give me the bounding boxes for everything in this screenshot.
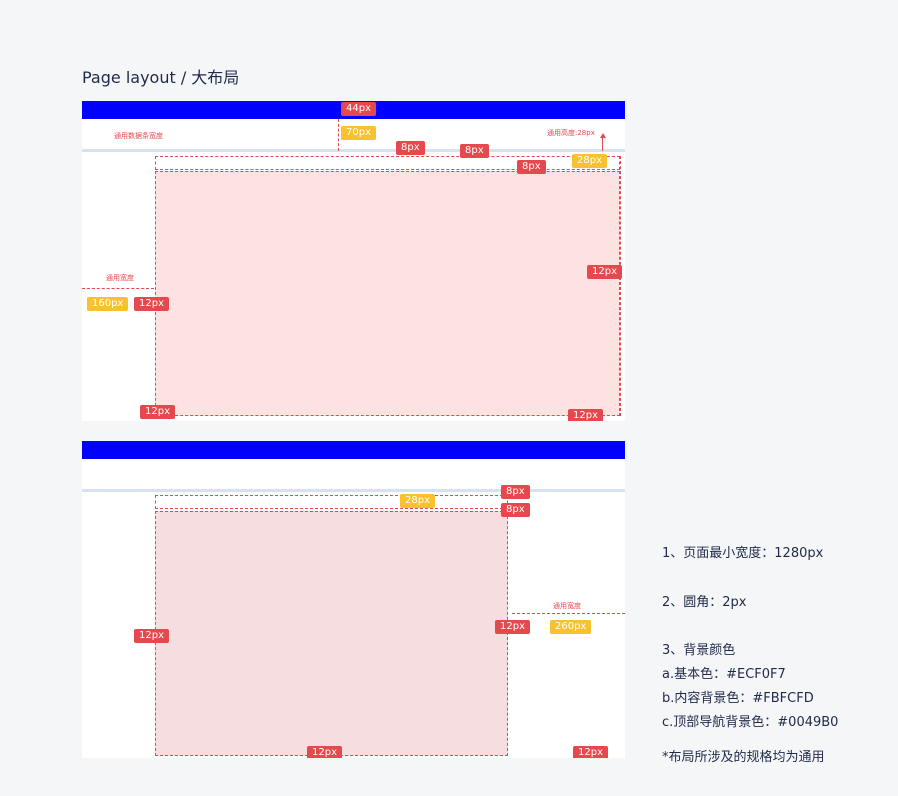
badge-12px-left: 12px — [134, 297, 169, 311]
content-area-outline — [155, 511, 508, 756]
arrow-up-icon — [600, 133, 606, 138]
spec-bg-content: b.内容背景色：#FBFCFD — [662, 691, 814, 706]
spec-bg-nav: c.顶部导航背景色：#0049B0 — [662, 715, 839, 730]
badge-70px: 70px — [341, 126, 376, 140]
badge-160px: 160px — [87, 297, 129, 311]
badge-12px-bottom-right: 12px — [568, 409, 603, 421]
layout-diagram-2: 通用宽度 28px 8px 8px 12px 12px 260px 12px 1… — [82, 441, 625, 758]
toolbar-outline — [155, 495, 508, 509]
badge-8px-a: 8px — [501, 485, 530, 499]
badge-28px: 28px — [572, 154, 607, 168]
page-title: Page layout / 大布局 — [82, 68, 240, 87]
content-area-outline — [155, 171, 620, 416]
layout-diagram-1: 通用数据条宽度 通用高度:28px 通用宽度 44px 70px 8px 8px… — [82, 101, 625, 421]
common-height-note: 通用高度:28px — [547, 129, 595, 137]
right-edge-guide — [620, 156, 621, 416]
data-bar-note: 通用数据条宽度 — [114, 132, 163, 140]
badge-8px-c: 8px — [517, 160, 546, 174]
spec-footnote: *布局所涉及的规格均为通用 — [662, 750, 825, 765]
spec-radius: 2、圆角：2px — [662, 595, 747, 610]
badge-12px-bottom-a: 12px — [307, 746, 342, 758]
badge-8px-a: 8px — [396, 141, 425, 155]
badge-12px-right: 12px — [495, 620, 530, 634]
header-height-guide — [338, 119, 339, 151]
spec-bg-base: a.基本色：#ECF0F7 — [662, 667, 786, 682]
header-separator — [82, 149, 625, 152]
right-panel-width-guide — [512, 613, 625, 614]
badge-8px-b: 8px — [501, 503, 530, 517]
badge-12px-left: 12px — [134, 629, 169, 643]
header-separator — [82, 489, 625, 492]
top-nav-bar — [82, 441, 625, 459]
badge-12px-right: 12px — [587, 265, 622, 279]
height-arrow-shaft — [602, 137, 603, 151]
spec-min-width: 1、页面最小宽度：1280px — [662, 546, 824, 561]
spec-bg-title: 3、背景颜色 — [662, 643, 736, 658]
toolbar-outline — [155, 156, 620, 170]
badge-260px: 260px — [550, 620, 592, 634]
common-width-note: 通用宽度 — [106, 274, 134, 282]
badge-44px: 44px — [341, 102, 376, 116]
sidebar-width-guide — [82, 288, 154, 289]
common-width-note: 通用宽度 — [553, 602, 581, 610]
badge-8px-b: 8px — [460, 144, 489, 158]
badge-12px-bottom-b: 12px — [573, 746, 608, 758]
badge-12px-bottom-left: 12px — [140, 405, 175, 419]
badge-28px: 28px — [400, 494, 435, 508]
